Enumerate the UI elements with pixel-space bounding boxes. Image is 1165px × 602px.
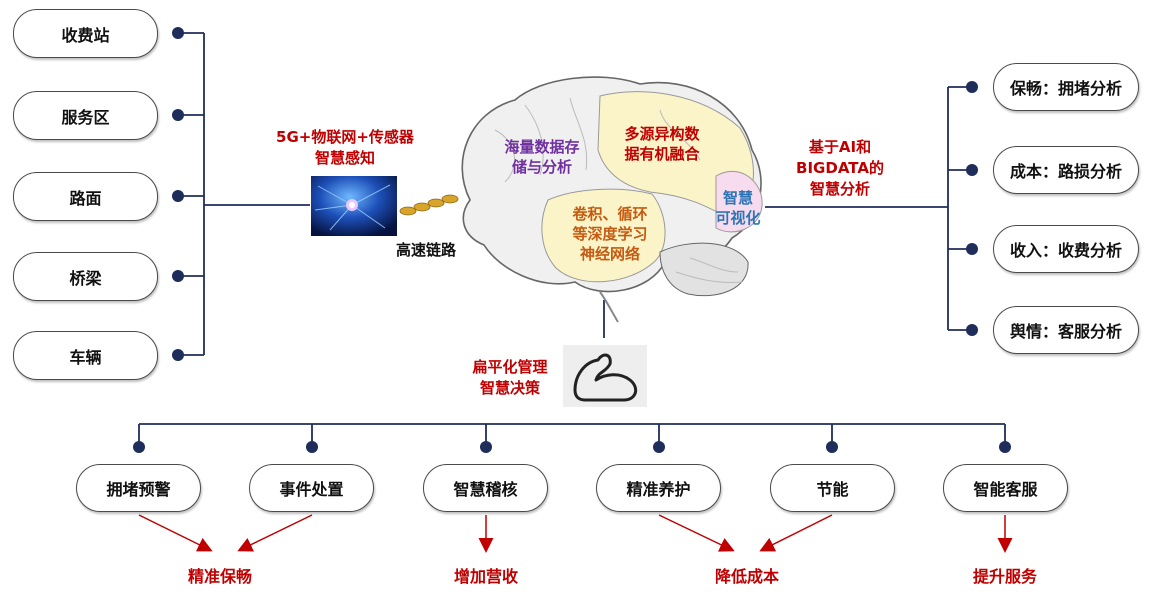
bottom-node-smart-customer-service: 智能客服 — [943, 464, 1068, 512]
analysis-line2: BIGDATA的 — [796, 159, 884, 177]
brain-deep-line2: 等深度学习 — [572, 225, 648, 243]
decision-line1: 扁平化管理 — [472, 358, 548, 376]
bottom-dots — [133, 441, 1011, 453]
brain-visual-line2: 可视化 — [715, 209, 761, 227]
brain-storage-line2: 储与分析 — [511, 158, 572, 176]
outcome-precise-smooth: 精准保畅 — [187, 567, 252, 586]
perception-line2: 智慧感知 — [314, 149, 375, 167]
brain-visualization-label: 智慧 可视化 — [706, 188, 770, 228]
brain-visual-line1: 智慧 — [722, 189, 753, 207]
decision-label: 扁平化管理 智慧决策 — [458, 357, 562, 399]
bottom-bracket — [138, 423, 1006, 447]
outcome-reduce-cost: 降低成本 — [714, 567, 779, 586]
left-node-bridge: 桥梁 — [13, 252, 158, 301]
perception-label: 5G+物联网+传感器 智慧感知 — [255, 127, 435, 169]
analysis-line3: 智慧分析 — [809, 180, 870, 198]
right-node-road-damage-analysis: 成本：路损分析 — [993, 146, 1139, 194]
left-node-vehicle: 车辆 — [13, 331, 158, 380]
neuron-network-image — [311, 176, 397, 236]
brain-storage-line1: 海量数据存 — [504, 138, 580, 156]
brain-deep-learning-label: 卷积、循环 等深度学习 神经网络 — [560, 204, 660, 264]
outcome-improve-service: 提升服务 — [972, 567, 1037, 586]
perception-line1: 5G+物联网+传感器 — [276, 128, 414, 146]
brain-deep-line1: 卷积、循环 — [572, 205, 648, 223]
outcome-increase-revenue: 增加营收 — [453, 567, 518, 586]
left-node-road-surface: 路面 — [13, 172, 158, 221]
right-dots — [966, 81, 978, 336]
bottom-node-energy-saving: 节能 — [770, 464, 895, 512]
left-bracket — [178, 32, 310, 356]
brain-deep-line3: 神经网络 — [579, 245, 640, 263]
bottom-node-incident-handling: 事件处置 — [249, 464, 374, 512]
link-label: 高速链路 — [395, 241, 456, 259]
analysis-label: 基于AI和 BIGDATA的 智慧分析 — [780, 137, 900, 200]
brain-fusion-line1: 多源异构数 — [624, 125, 700, 143]
bottom-node-smart-audit: 智慧稽核 — [423, 464, 548, 512]
link-chain — [399, 194, 459, 216]
brain-fusion-label: 多源异构数 据有机融合 — [610, 124, 714, 164]
right-node-customer-service-analysis: 舆情：客服分析 — [993, 306, 1139, 354]
right-node-congestion-analysis: 保畅：拥堵分析 — [993, 63, 1139, 111]
brain-illustration — [461, 76, 763, 323]
brain-fusion-line2: 据有机融合 — [624, 145, 700, 163]
decision-line2: 智慧决策 — [479, 379, 540, 397]
left-node-toll-station: 收费站 — [13, 9, 158, 58]
outcome-arrows — [138, 514, 1013, 553]
bottom-node-precise-maintenance: 精准养护 — [596, 464, 721, 512]
strong-arm-icon — [563, 345, 647, 407]
left-node-service-area: 服务区 — [13, 91, 158, 140]
right-node-toll-analysis: 收入：收费分析 — [993, 225, 1139, 273]
left-dots — [172, 27, 184, 361]
right-bracket — [765, 86, 972, 331]
brain-storage-label: 海量数据存 储与分析 — [494, 137, 590, 177]
analysis-line1: 基于AI和 — [808, 138, 872, 156]
bottom-node-congestion-warning: 拥堵预警 — [76, 464, 201, 512]
